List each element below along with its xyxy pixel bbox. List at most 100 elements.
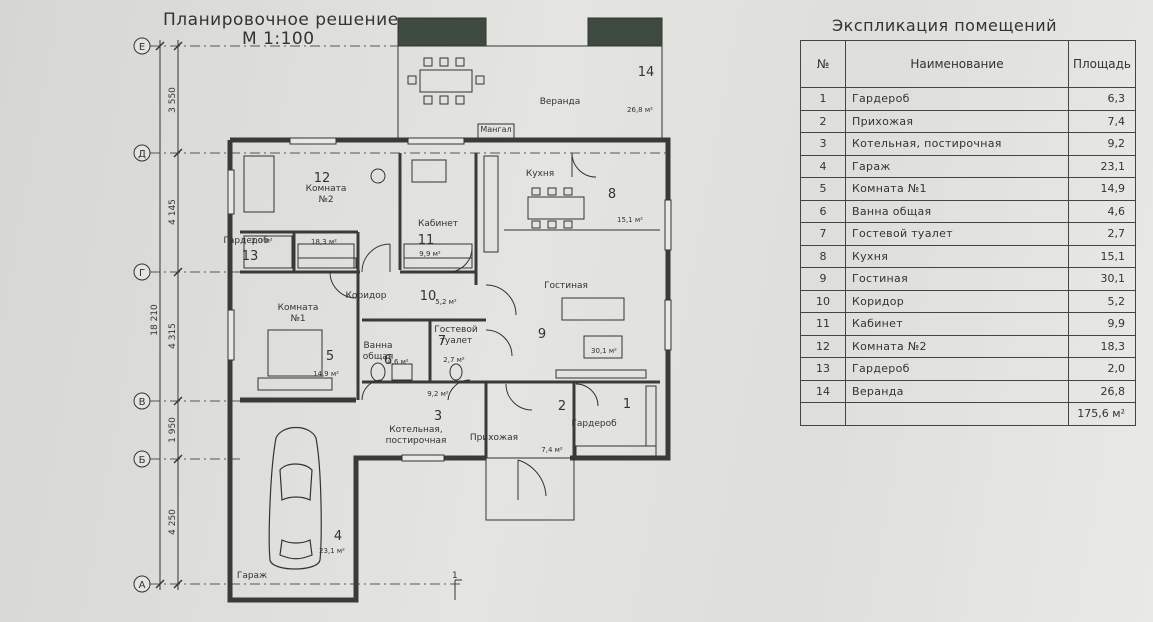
table-cell-name: Гардероб (845, 87, 1069, 111)
room-name: Веранда (540, 97, 581, 107)
dimension-labels: 3 550 4 145 4 315 1 950 4 250 18 210 (150, 87, 178, 535)
table-cell-name: Гостиная (845, 267, 1069, 291)
table-cell-area: 6,3 (1067, 87, 1137, 111)
room-area: 30,1 м² (591, 347, 617, 355)
room-name: Гардероб (571, 419, 617, 429)
table-cell-name: Кухня (845, 244, 1069, 268)
table-cell-name: Кабинет (845, 312, 1069, 336)
room-name: Прихожая (470, 433, 518, 443)
room-area: 4,6 м² (387, 358, 409, 366)
table-cell-n: 9 (800, 267, 846, 291)
room-number: 1 (623, 397, 631, 412)
table-cell-area: 26,8 (1067, 379, 1137, 403)
table-cell-name: Гараж (845, 154, 1069, 178)
table-cell-n: 3 (800, 132, 846, 156)
table-cell-n: 4 (800, 154, 846, 178)
room-number: 8 (608, 187, 616, 202)
table-header-row: № Наименование Площадь (800, 40, 1137, 88)
table-cell-n: 6 (800, 199, 846, 223)
explication-title: Экспликация помещений (832, 16, 1058, 35)
dimension-text: 1 950 (168, 417, 178, 443)
table-cell-empty (800, 402, 846, 426)
room-number: 13 (242, 249, 259, 264)
table-cell-n: 5 (800, 177, 846, 201)
room-area: 2,7 м² (443, 356, 465, 364)
table-cell-name: Коридор (845, 289, 1069, 313)
table-total-area: 175,6 м² (1067, 402, 1137, 426)
room-name: Котельная,постирочная (386, 425, 447, 446)
table-cell-name: Гостевой туалет (845, 222, 1069, 246)
room-area: 15,1 м² (617, 216, 643, 224)
table-cell-n: 1 (800, 87, 846, 111)
table-cell-area: 15,1 (1067, 244, 1137, 268)
section-mark (454, 579, 462, 600)
table-cell-area: 2,7 (1067, 222, 1137, 246)
table-cell-area: 18,3 (1067, 334, 1137, 358)
axis-label: Е (139, 42, 145, 53)
table-cell-name: Комната №1 (845, 177, 1069, 201)
table-cell-n: 8 (800, 244, 846, 268)
table-cell-area: 2,0 (1067, 357, 1137, 381)
table-cell-n: 12 (800, 334, 846, 358)
room-number: 5 (326, 349, 334, 364)
plan-title: Планировочное решение (163, 10, 399, 30)
room-area: 7,4 м² (541, 446, 563, 454)
room-number: 6 (384, 353, 392, 368)
table-cell-n: 2 (800, 109, 846, 133)
section-mark-label: 1 (452, 571, 458, 581)
room-area: 9,9 м² (419, 250, 441, 258)
table-cell-area: 30,1 (1067, 267, 1137, 291)
dimension-text: 4 145 (168, 199, 178, 225)
room-name: Гараж (237, 571, 267, 581)
table-cell-name: Комната №2 (845, 334, 1069, 358)
table-total-row: 175,6 м² (800, 402, 1137, 426)
room-number: 3 (434, 409, 442, 424)
room-area: 9,2 м² (427, 390, 449, 398)
dimension-text: 4 315 (168, 323, 178, 349)
room-name: Гостиная (544, 281, 588, 291)
axis-label: А (139, 580, 146, 591)
room-area: 2,0 м² (251, 237, 273, 245)
room-number: 10 (420, 289, 437, 304)
room-number: 9 (538, 327, 546, 342)
table-cell-area: 14,9 (1067, 177, 1137, 201)
table-cell-name: Гардероб (845, 357, 1069, 381)
column-header-area: Площадь (1067, 40, 1137, 88)
table-cell-n: 10 (800, 289, 846, 313)
plan-scale: М 1:100 (242, 29, 315, 49)
room-area: 18,3 м² (311, 238, 337, 246)
table-cell-area: 9,9 (1067, 312, 1137, 336)
room-number: 14 (638, 65, 655, 80)
table-cell-area: 4,6 (1067, 199, 1137, 223)
table-cell-area: 5,2 (1067, 289, 1137, 313)
axis-label: Д (138, 149, 146, 160)
room-number: 7 (438, 334, 446, 349)
room-area: 14,9 м² (313, 370, 339, 378)
axis-label: Г (139, 268, 145, 279)
total-dimension-text: 18 210 (150, 304, 160, 336)
table-cell-area: 23,1 (1067, 154, 1137, 178)
axis-label: В (139, 397, 146, 408)
floor-plan: Е Д Г В Б А 3 550 4 145 4 315 1 950 4 25… (133, 17, 672, 603)
room-name: Коридор (346, 291, 387, 301)
room-number: 12 (314, 171, 331, 186)
table-cell-n: 14 (800, 379, 846, 403)
room-area: 26,8 м² (627, 106, 653, 114)
room-number: 4 (334, 529, 342, 544)
axis-label: Б (139, 455, 146, 466)
